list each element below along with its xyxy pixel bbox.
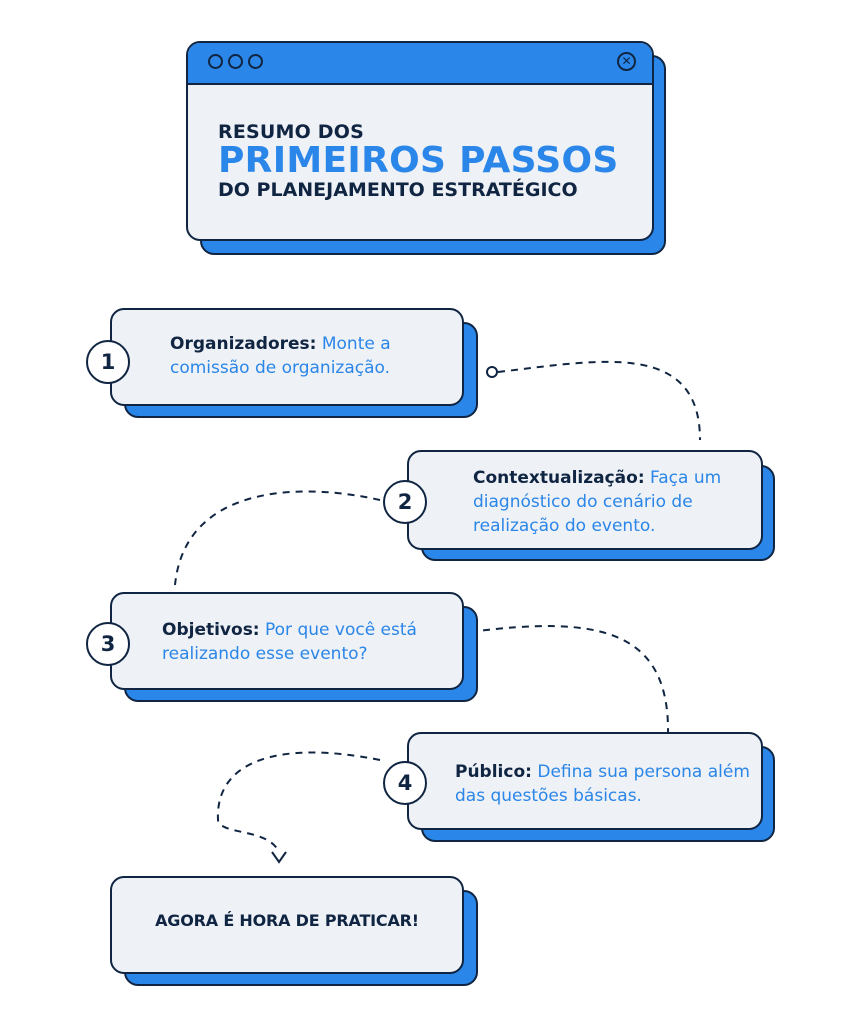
step-3-card: Objetivos: Por que você está realizando … xyxy=(110,592,464,690)
step-3-label: Objetivos: xyxy=(162,620,260,640)
step-2-label: Contextualização: xyxy=(473,468,645,488)
step-2-text: Contextualização: Faça um diagnóstico do… xyxy=(473,466,753,538)
final-card: AGORA É HORA DE PRATICAR! xyxy=(110,876,464,974)
step-2-card: Contextualização: Faça um diagnóstico do… xyxy=(407,450,763,550)
step-4-label: Público: xyxy=(455,762,532,782)
title-line-1: RESUMO DOS xyxy=(218,121,365,143)
step-1-card: Organizadores: Monte a comissão de organ… xyxy=(110,308,464,406)
step-1-desc: Monte a comissão de organização. xyxy=(170,334,391,378)
step-3-desc: Por que você está realizando esse evento… xyxy=(162,620,417,664)
window-dot-icon xyxy=(228,54,243,69)
step-4-number: 4 xyxy=(383,761,427,805)
step-4-text: Público: Defina sua persona além das que… xyxy=(455,760,750,808)
close-icon: ✕ xyxy=(617,52,636,71)
step-4-desc: Defina sua persona além das questões bás… xyxy=(455,762,750,806)
header-window: ✕ RESUMO DOS PRIMEIROS PASSOS DO PLANEJA… xyxy=(186,41,654,241)
connector-2-3 xyxy=(174,490,381,586)
window-dot-icon xyxy=(248,54,263,69)
connector-3-4 xyxy=(469,625,670,736)
title-line-2: PRIMEIROS PASSOS xyxy=(218,140,619,181)
window-titlebar: ✕ xyxy=(188,43,652,85)
connector-4-final xyxy=(216,751,381,851)
step-1-label: Organizadores: xyxy=(170,334,317,354)
connector-1-2 xyxy=(497,360,701,441)
arrowhead-icon xyxy=(271,851,287,864)
step-1-number: 1 xyxy=(86,340,130,384)
title-line-3: DO PLANEJAMENTO ESTRATÉGICO xyxy=(218,179,578,201)
connector-start-dot xyxy=(486,366,498,378)
step-3-text: Objetivos: Por que você está realizando … xyxy=(162,618,452,666)
window-dot-icon xyxy=(208,54,223,69)
step-2-desc: Faça um diagnóstico do cenário de realiz… xyxy=(473,468,722,536)
step-2-number: 2 xyxy=(383,480,427,524)
step-1-text: Organizadores: Monte a comissão de organ… xyxy=(170,332,450,380)
step-3-number: 3 xyxy=(86,622,130,666)
step-4-card: Público: Defina sua persona além das que… xyxy=(407,732,763,830)
final-label: AGORA É HORA DE PRATICAR! xyxy=(155,911,419,930)
page-title: RESUMO DOS PRIMEIROS PASSOS DO PLANEJAME… xyxy=(188,121,652,201)
